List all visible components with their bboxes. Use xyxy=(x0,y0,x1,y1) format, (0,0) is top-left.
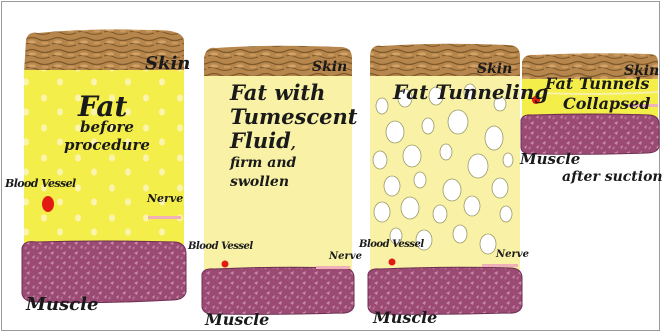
fat-tunnel-bubble xyxy=(414,172,426,188)
fat-tunnel-bubble xyxy=(453,225,467,243)
nerve xyxy=(482,264,518,267)
fat-subtitle-line1: firm and xyxy=(230,156,296,171)
fat-tunnel-bubble xyxy=(443,179,461,201)
muscle-layer xyxy=(202,267,354,314)
muscle-label: Muscle xyxy=(26,296,98,315)
fat-tunnel-bubble xyxy=(468,154,488,178)
fat-title-line2: Tumescent xyxy=(230,106,358,128)
fat-tunnel-bubble xyxy=(422,118,434,134)
muscle-label: Muscle xyxy=(373,310,437,327)
fat-tunnel-bubble xyxy=(403,145,421,167)
blood-vessel xyxy=(222,261,229,268)
nerve-label: Nerve xyxy=(496,250,529,261)
fat-tunnel-bubble xyxy=(376,98,388,114)
fat-tunnel-bubble xyxy=(386,121,404,143)
fat-tunnel-bubble xyxy=(373,151,387,169)
fat-tunnel-bubble xyxy=(401,197,419,219)
fat-title: Fat Tunneling xyxy=(393,82,548,103)
blood-vessel-label: Blood Vessel xyxy=(188,242,253,253)
fat-tunnel-bubble xyxy=(485,126,503,150)
fat-tunnel-bubble xyxy=(384,176,400,196)
fat-tunnel-bubble xyxy=(500,206,512,222)
skin-label: Skin xyxy=(145,55,190,74)
fat-title-line1: Fat Tunnels xyxy=(545,76,649,93)
nerve-label: Nerve xyxy=(147,193,183,205)
fat-tunnel-bubble xyxy=(480,234,496,254)
fat-tunnel-bubble xyxy=(448,110,468,134)
fat-tunnel-bubble xyxy=(492,178,508,198)
fat-tunnel-bubble xyxy=(374,202,390,222)
blood-vessel xyxy=(42,196,54,212)
after-suction-caption: after suction xyxy=(562,170,662,185)
fat-tunnel-bubble xyxy=(503,153,513,167)
nerve xyxy=(316,266,350,269)
fat-tunnel-bubble xyxy=(433,205,447,223)
fat-title-line1: Fat with xyxy=(230,82,325,104)
nerve-label: Nerve xyxy=(329,252,362,263)
skin-label: Skin xyxy=(312,60,347,75)
fat-subtitle-line2: swollen xyxy=(230,175,289,190)
muscle-label: Muscle xyxy=(205,312,269,329)
fat-title: Fat xyxy=(78,92,127,121)
fat-subtitle-line1: before xyxy=(80,120,134,136)
fat-tunnel-bubble xyxy=(440,144,452,160)
fat-subtitle-line2: procedure xyxy=(64,138,150,154)
muscle-label: Muscle xyxy=(520,152,580,168)
fat-title-line3: Fluid, xyxy=(230,130,296,152)
blood-vessel-label: Blood Vessel xyxy=(359,240,424,251)
blood-vessel xyxy=(389,259,396,266)
blood-vessel-label: Blood Vessel xyxy=(5,178,76,190)
skin-label: Skin xyxy=(477,62,512,77)
muscle-layer xyxy=(521,114,659,154)
fat-title-line2: Collapsed xyxy=(563,96,651,113)
fat-tunnel-bubble xyxy=(464,196,480,216)
nerve xyxy=(148,216,181,219)
